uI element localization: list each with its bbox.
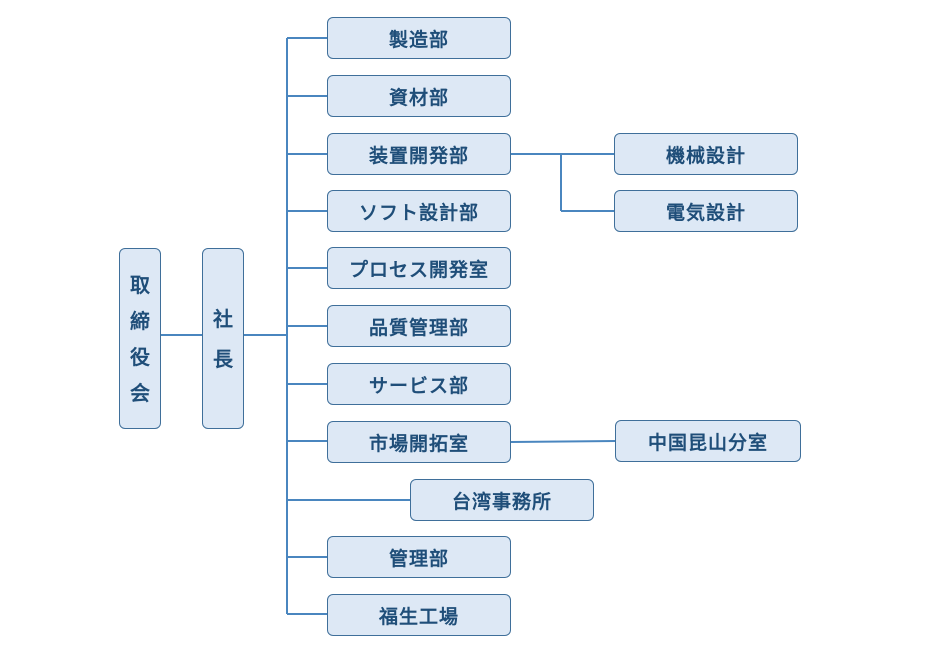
department-taiwan-office: 台湾事務所 (410, 479, 594, 521)
subunit-china-kunshan-branch: 中国昆山分室 (615, 420, 801, 462)
department-market-development: 市場開拓室 (327, 421, 511, 463)
board-char: 役 (130, 344, 150, 369)
department-equipment-development: 装置開発部 (327, 133, 511, 175)
department-manufacturing: 製造部 (327, 17, 511, 59)
connector-market-kunshan (510, 440, 617, 443)
department-service: サービス部 (327, 363, 511, 405)
president-char: 社 (213, 306, 233, 331)
department-software-design: ソフト設計部 (327, 190, 511, 232)
subunit-mechanical-design: 機械設計 (614, 133, 798, 175)
board-of-directors-box: 取 締 役 会 (119, 248, 161, 429)
department-quality-control: 品質管理部 (327, 305, 511, 347)
board-char: 会 (130, 380, 150, 405)
department-materials: 資材部 (327, 75, 511, 117)
board-char: 締 (130, 308, 150, 333)
president-char: 長 (213, 346, 233, 371)
subunit-electrical-design: 電気設計 (614, 190, 798, 232)
department-fussa-factory: 福生工場 (327, 594, 511, 636)
department-process-development: プロセス開発室 (327, 247, 511, 289)
board-char: 取 (130, 272, 150, 297)
president-box: 社 長 (202, 248, 244, 429)
department-administration: 管理部 (327, 536, 511, 578)
